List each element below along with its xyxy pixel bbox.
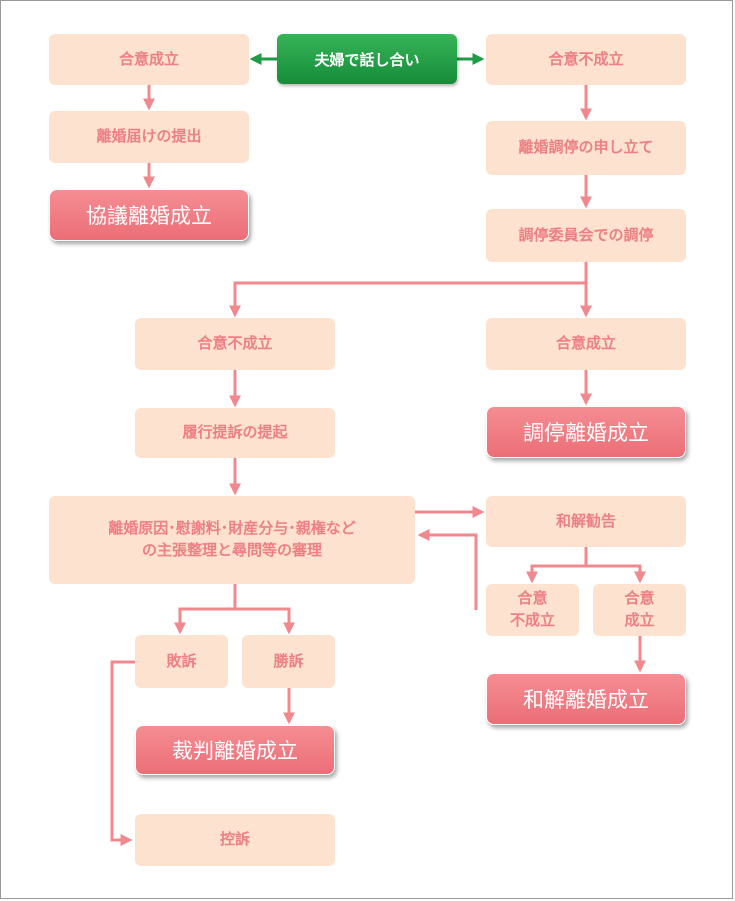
settlement-agreement-line-2: 成立 [624, 611, 655, 629]
arrow-mediation-to-no-agreement [229, 281, 586, 318]
submit-divorce-form-node: 離婚届けの提出 [49, 111, 249, 163]
arrow-hearing-to-win [235, 607, 295, 635]
hearing-line-1: 離婚原因･慰謝料･財産分与･親権など [108, 519, 356, 538]
arrow-lose-to-appeal [110, 660, 135, 846]
consensual-divorce-result: 協議離婚成立 [49, 189, 249, 241]
judicial-divorce-result: 裁判離婚成立 [135, 725, 335, 775]
settlement-recommendation-node: 和解勧告 [486, 496, 686, 547]
mediation-node: 調停委員会での調停 [486, 209, 686, 262]
settlement-divorce-result: 和解離婚成立 [486, 673, 686, 725]
arrow-recommendation-to-settlement-agreement [586, 564, 646, 584]
hearing-line-2: の主張整理と尋問等の審理 [141, 541, 322, 559]
appeal-node: 控訴 [135, 814, 335, 866]
win-lawsuit-node: 勝訴 [242, 635, 335, 688]
arrow-recommendation-to-settlement-options [526, 547, 588, 584]
lawsuit-filing-node: 履行提訴の提起 [135, 408, 335, 458]
mediation-agreement-node: 合意成立 [486, 318, 686, 370]
no-agreement-node: 合意不成立 [486, 34, 686, 85]
lose-lawsuit-node: 敗訴 [135, 635, 228, 688]
mediation-petition-node: 離婚調停の申し立て [486, 121, 686, 175]
hearing-node: 離婚原因･慰謝料･財産分与･親権など の主張整理と尋問等の審理 [49, 496, 415, 584]
settlement-agreement-node: 合意 成立 [593, 584, 686, 636]
settlement-no-agreement-line-2: 不成立 [509, 611, 555, 629]
mediated-divorce-result: 調停離婚成立 [486, 406, 686, 458]
arrow-settlement-failed-to-hearing [417, 529, 478, 610]
mediation-no-agreement-node: 合意不成立 [135, 318, 335, 370]
start-node: 夫婦で話し合い [277, 34, 457, 84]
agreement-node: 合意成立 [49, 34, 249, 85]
settlement-agreement-line-1: 合意 [624, 589, 655, 608]
settlement-no-agreement-line-1: 合意 [517, 589, 548, 608]
arrow-hearing-to-lose [174, 584, 237, 635]
settlement-no-agreement-node: 合意 不成立 [486, 584, 579, 636]
